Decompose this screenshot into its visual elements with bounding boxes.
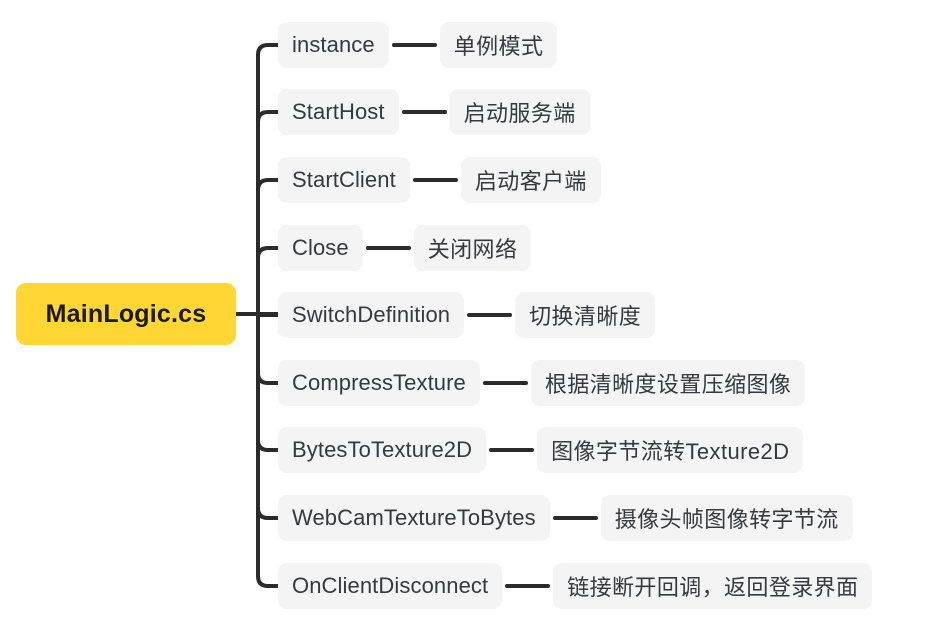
branch-stub-2 xyxy=(256,110,280,123)
branch-stub-1 xyxy=(256,43,280,56)
branch-row-webcamtexturetobytes[interactable]: WebCamTextureToBytes 摄像头帧图像转字节流 xyxy=(278,495,853,541)
branch-stub-8 xyxy=(256,507,280,520)
branch-row-bytestotexture2d[interactable]: BytesToTexture2D 图像字节流转Texture2D xyxy=(278,427,804,473)
link-dash-icon xyxy=(412,178,458,182)
description-label-webcamtexturetobytes[interactable]: 摄像头帧图像转字节流 xyxy=(600,495,853,541)
root-node[interactable]: MainLogic.cs xyxy=(16,283,236,345)
branch-row-instance[interactable]: instance 单例模式 xyxy=(278,22,558,68)
method-label-starthost[interactable]: StartHost xyxy=(278,89,399,135)
link-dash-icon xyxy=(489,448,535,452)
description-label-switchdefinition[interactable]: 切换清晰度 xyxy=(515,292,656,338)
link-dash-icon xyxy=(391,43,437,47)
link-dash-icon xyxy=(401,110,447,114)
branch-row-onclientdisconnect[interactable]: OnClientDisconnect 链接断开回调，返回登录界面 xyxy=(278,563,873,609)
branch-row-close[interactable]: Close 关闭网络 xyxy=(278,225,532,271)
branch-row-starthost[interactable]: StartHost 启动服务端 xyxy=(278,89,590,135)
branch-row-startclient[interactable]: StartClient 启动客户端 xyxy=(278,157,601,203)
link-dash-icon xyxy=(552,516,598,520)
link-dash-icon xyxy=(365,246,411,250)
link-dash-icon xyxy=(467,313,513,317)
method-label-compresstexture[interactable]: CompressTexture xyxy=(278,360,480,406)
branch-stub-7 xyxy=(256,439,280,452)
method-label-onclientdisconnect[interactable]: OnClientDisconnect xyxy=(278,563,503,609)
description-label-close[interactable]: 关闭网络 xyxy=(413,225,532,271)
link-dash-icon xyxy=(482,381,528,385)
description-label-onclientdisconnect[interactable]: 链接断开回调，返回登录界面 xyxy=(553,563,873,609)
root-node-label: MainLogic.cs xyxy=(45,299,207,328)
description-label-startclient[interactable]: 启动客户端 xyxy=(460,157,601,203)
branch-row-compresstexture[interactable]: CompressTexture 根据清晰度设置压缩图像 xyxy=(278,360,806,406)
branch-stub-3 xyxy=(256,178,280,191)
branch-stub-6 xyxy=(256,372,280,385)
method-label-startclient[interactable]: StartClient xyxy=(278,157,410,203)
description-label-compresstexture[interactable]: 根据清晰度设置压缩图像 xyxy=(530,360,806,406)
branch-row-switchdefinition[interactable]: SwitchDefinition 切换清晰度 xyxy=(278,292,656,338)
branch-stub-4 xyxy=(256,246,280,259)
method-label-instance[interactable]: instance xyxy=(278,22,389,68)
method-label-switchdefinition[interactable]: SwitchDefinition xyxy=(278,292,465,338)
branch-stub-9 xyxy=(256,575,280,588)
description-label-bytestotexture2d[interactable]: 图像字节流转Texture2D xyxy=(537,427,804,473)
method-label-webcamtexturetobytes[interactable]: WebCamTextureToBytes xyxy=(278,495,550,541)
method-label-bytestotexture2d[interactable]: BytesToTexture2D xyxy=(278,427,487,473)
description-label-instance[interactable]: 单例模式 xyxy=(439,22,558,68)
description-label-starthost[interactable]: 启动服务端 xyxy=(449,89,590,135)
link-dash-icon xyxy=(505,584,551,588)
method-label-close[interactable]: Close xyxy=(278,225,363,271)
